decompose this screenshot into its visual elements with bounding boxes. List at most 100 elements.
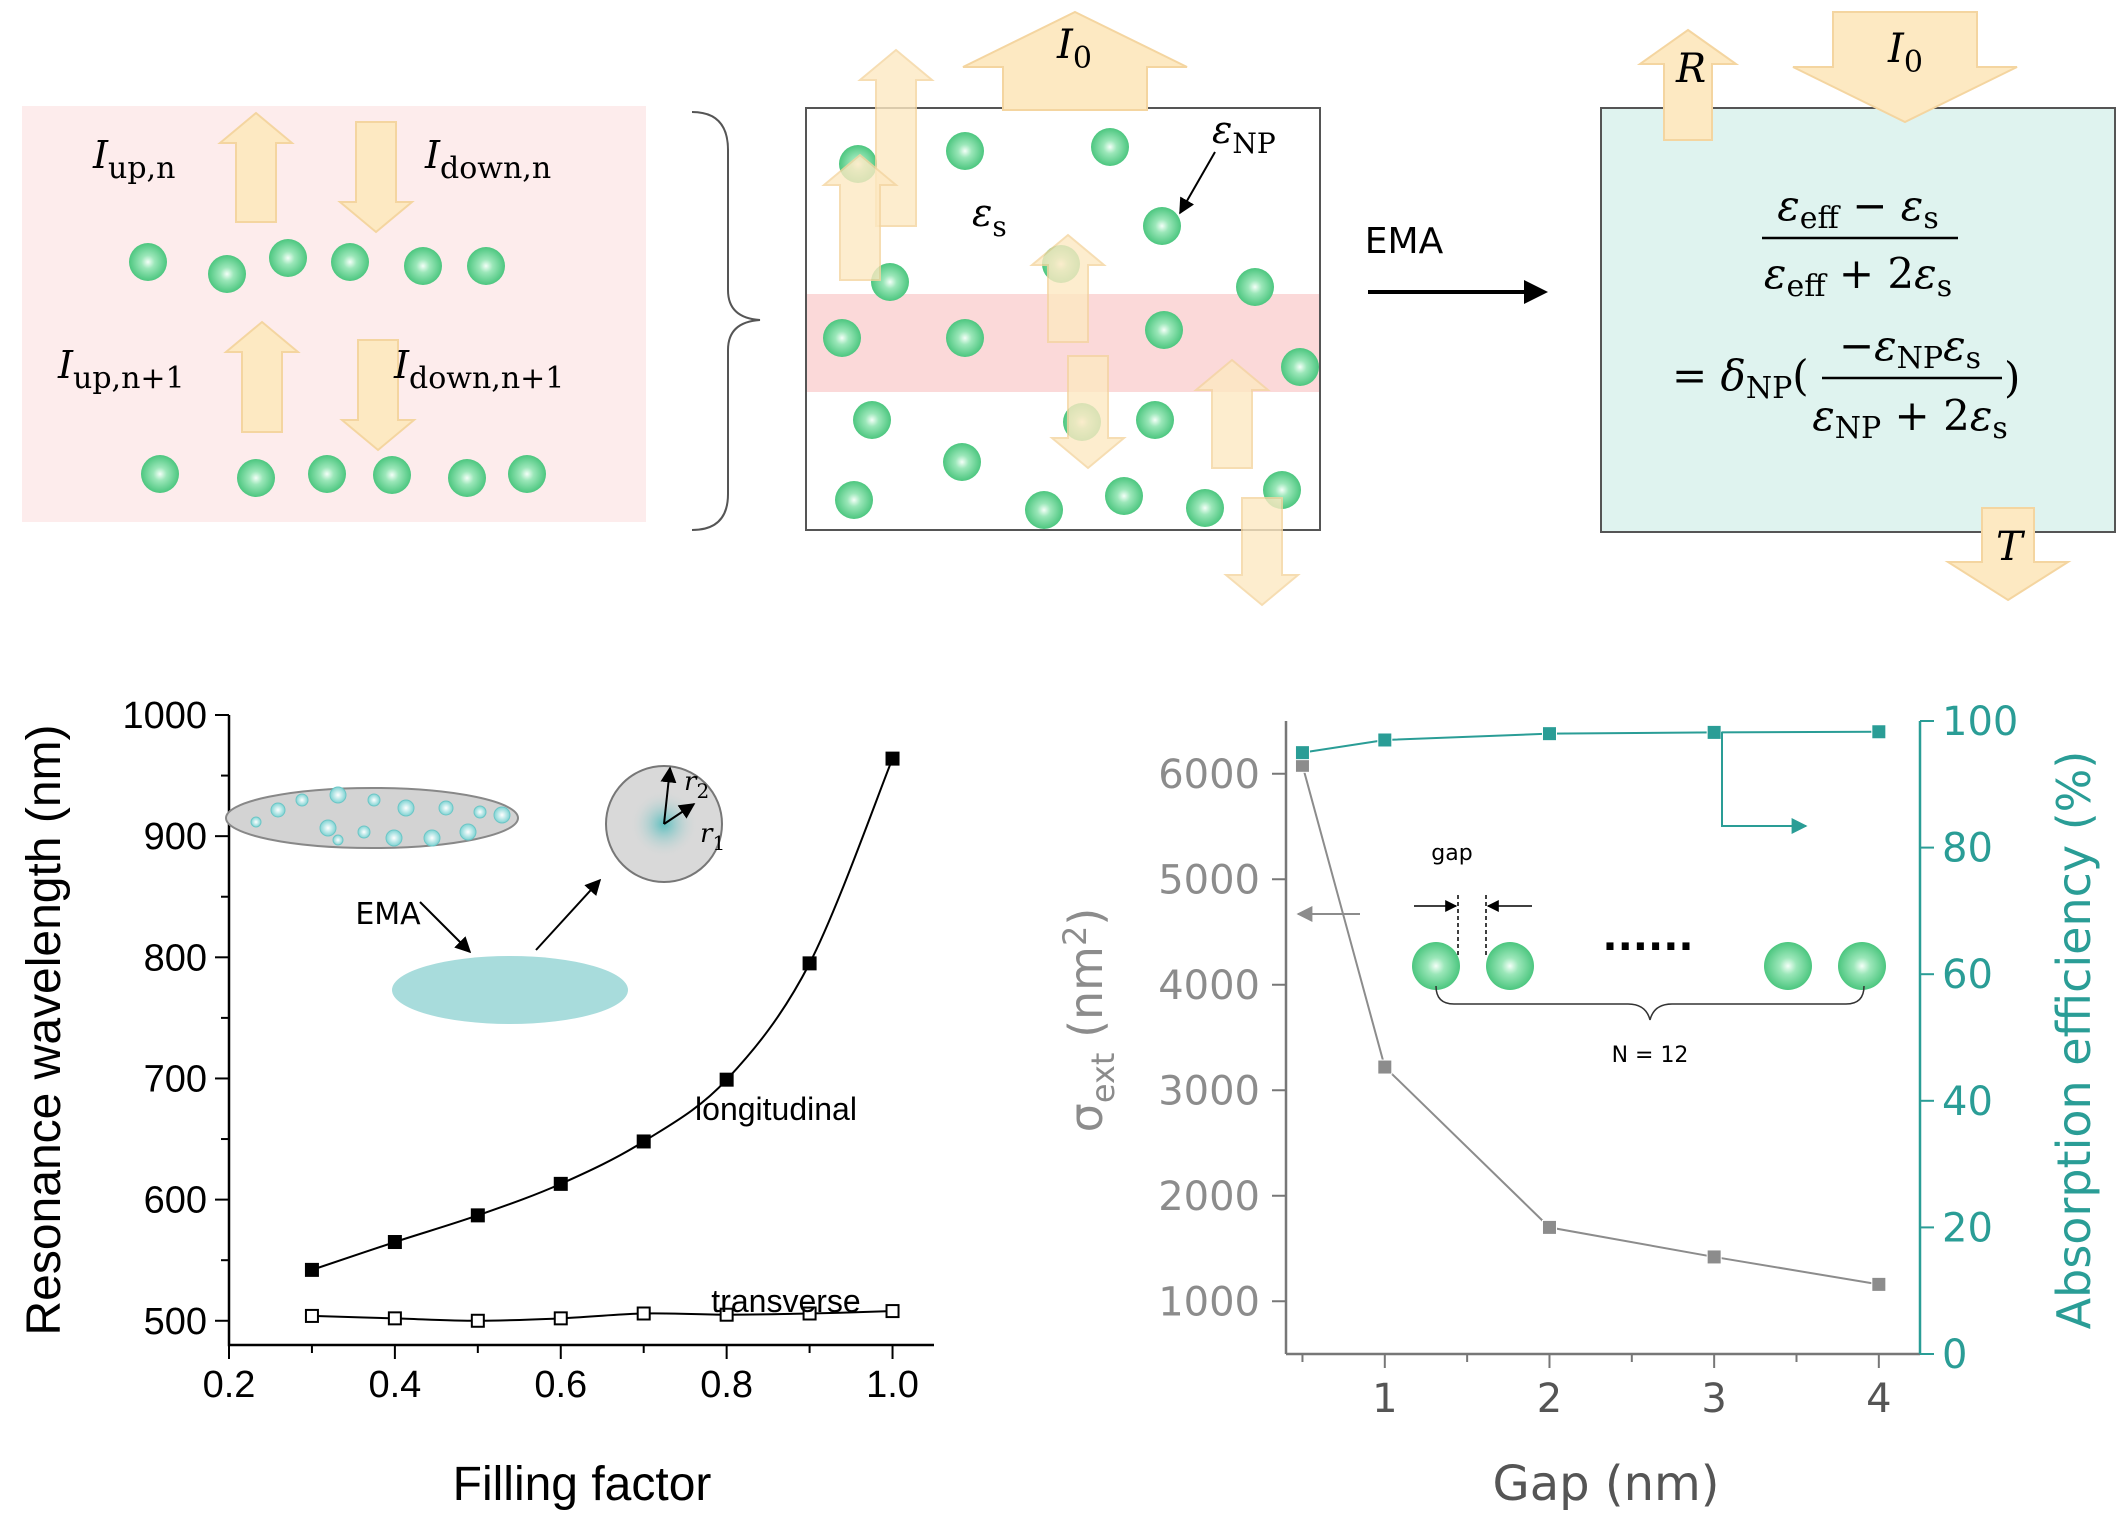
- layer-panel-background: [22, 106, 646, 522]
- slab-sphere: [946, 319, 984, 357]
- inset-chain-brace: [1435, 985, 1865, 1021]
- y-tick-label: 600: [144, 1180, 207, 1222]
- series-line-transverse: [311, 1310, 893, 1322]
- slab-sphere: [853, 401, 891, 439]
- marker-left: [1706, 1249, 1722, 1265]
- slab-sphere: [1145, 311, 1183, 349]
- inset-beads: [250, 786, 511, 847]
- left-tick-label: 1000: [1158, 1279, 1260, 1325]
- y-tick-label: 700: [144, 1058, 207, 1100]
- marker-transverse: [304, 1308, 319, 1323]
- marker-left: [1541, 1219, 1557, 1235]
- effective-medium-box: [1600, 107, 2116, 533]
- inset-bead: [295, 793, 309, 807]
- chart2-series: [1294, 724, 1887, 1292]
- eq2-denominator: εNP + 2εs: [1812, 391, 2008, 446]
- marker-transverse: [636, 1306, 651, 1321]
- eq2-prefix: = δNP(: [1672, 351, 1809, 406]
- inset-chain-spheres: [1412, 942, 1886, 990]
- inset-bead: [473, 805, 487, 819]
- layer-n1-sphere: [373, 456, 411, 494]
- series-label-longitudinal: longitudinal: [695, 1091, 857, 1127]
- marker-longitudinal: [636, 1134, 651, 1149]
- effective-medium-panel: R I0 T εeff − εs εeff + 2εs = δNP( −εNPε…: [1600, 11, 2116, 602]
- right-axis-indicator: [1721, 731, 1808, 834]
- inset-r1-label: r1: [700, 819, 725, 855]
- x-tick-label: 0.6: [534, 1364, 587, 1406]
- arrow-incident-slab: [962, 10, 1188, 111]
- eq1-numerator: εeff − εs: [1777, 181, 1938, 236]
- left-tick-label: 3000: [1158, 1068, 1260, 1114]
- layer-n1-sphere: [237, 459, 275, 497]
- right-tick-label: 20: [1942, 1205, 1993, 1251]
- layer-n1-sphere: [141, 455, 179, 493]
- arrow-down-n1: [339, 339, 417, 452]
- label-i0-slab: I0: [1056, 22, 1092, 76]
- x-axis-title: Filling factor: [453, 1458, 712, 1511]
- chain-sphere: [1838, 942, 1886, 990]
- right-tick-label: 80: [1942, 826, 1993, 872]
- arrow-slab-up-1: [1029, 233, 1107, 343]
- layer-n1-sphere: [508, 455, 546, 493]
- inset-bead: [319, 819, 337, 837]
- inset-bead: [459, 823, 477, 841]
- x-tick-label: 1.0: [866, 1364, 919, 1406]
- marker-right: [1871, 724, 1887, 740]
- slab-sphere: [1091, 128, 1129, 166]
- arrow-slab-up-2: [1193, 358, 1271, 469]
- arrow-reflected-effective: [1636, 28, 1740, 141]
- arrow-down-n: [337, 121, 415, 234]
- inset-bead: [329, 786, 347, 804]
- x-tick-label: 3: [1701, 1376, 1726, 1422]
- x-tick-label: 0.4: [368, 1364, 421, 1406]
- ema-label: EMA: [1365, 221, 1444, 262]
- marker-right: [1706, 724, 1722, 740]
- y-axis-title: Resonance wavelength (nm): [18, 725, 71, 1336]
- marker-longitudinal: [719, 1072, 734, 1087]
- chain-sphere: [1412, 942, 1460, 990]
- marker-transverse: [885, 1304, 900, 1319]
- label-i-up-n1: Iup,n+1: [57, 343, 185, 396]
- series-label-transverse: transverse: [711, 1283, 860, 1319]
- inset-bead: [493, 806, 511, 824]
- marker-right: [1294, 745, 1310, 761]
- layer-n-sphere: [208, 255, 246, 293]
- marker-transverse: [719, 1307, 734, 1322]
- inset-effective-ellipsoid: [392, 956, 628, 1024]
- label-eps-np: εNP: [1212, 108, 1276, 160]
- inset-bead: [332, 834, 344, 846]
- y-tick-label: 800: [144, 937, 207, 979]
- eq2-numerator: −εNPεs: [1839, 321, 1981, 376]
- inset-bead: [250, 816, 262, 828]
- marker-transverse: [470, 1313, 485, 1328]
- slab-arrows: [821, 10, 1301, 607]
- inset-arrow-down: [419, 901, 472, 954]
- slab-spheres: [823, 128, 1319, 529]
- left-tick-label: 4000: [1158, 963, 1260, 1009]
- arrow-slab-down-2: [1049, 355, 1127, 470]
- inset-n-label: N = 12: [1612, 1043, 1689, 1068]
- layer-n-sphere: [331, 243, 369, 281]
- label-i-down-n1: Idown,n+1: [393, 343, 564, 396]
- y-tick-label: 500: [144, 1301, 207, 1343]
- eq2-close-paren: ): [2004, 353, 2020, 402]
- x-tick-label: 4: [1866, 1376, 1891, 1422]
- layer-n-sphere: [467, 247, 505, 285]
- inset-bead: [385, 829, 403, 847]
- marker-longitudinal: [885, 751, 900, 766]
- marker-transverse: [802, 1306, 817, 1321]
- ema-transform: EMA: [1365, 221, 1548, 304]
- inset-arrow-up: [535, 878, 602, 951]
- eq1-denominator: εeff + 2εs: [1764, 249, 1952, 304]
- slab-sphere: [1186, 489, 1224, 527]
- inset-bead: [357, 825, 371, 839]
- arrow-slab-down-1: [821, 153, 899, 281]
- label-i-down-n: Idown,n: [424, 133, 551, 186]
- inset-r2-label: r2: [684, 767, 709, 803]
- marker-left: [1294, 757, 1310, 773]
